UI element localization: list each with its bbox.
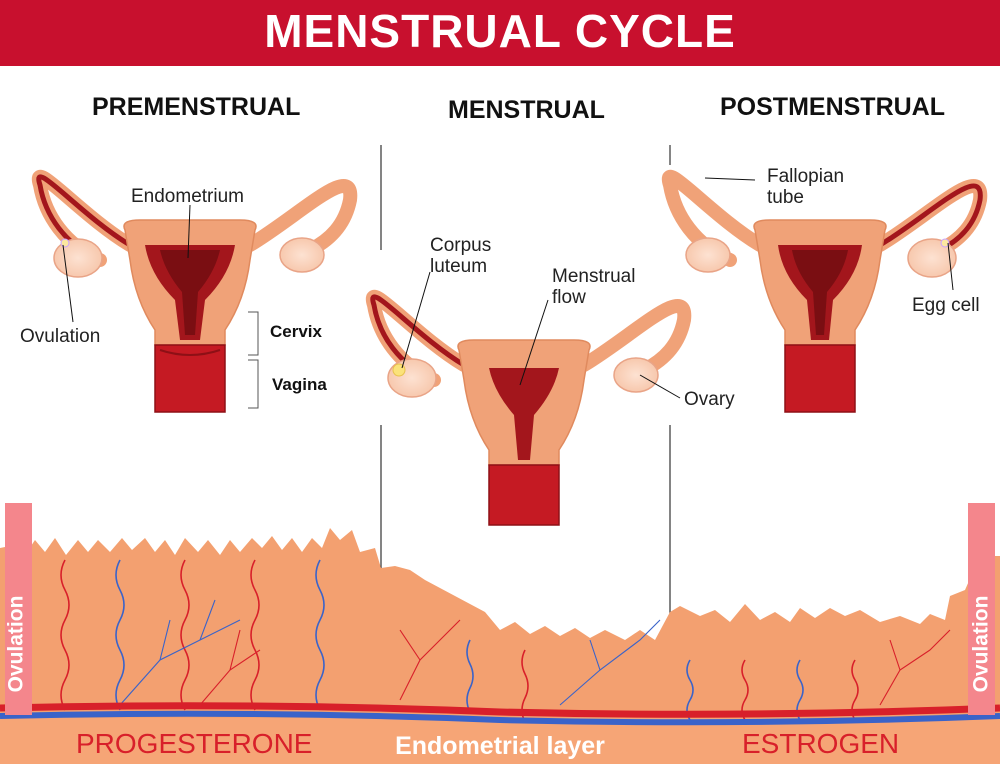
label-fallopian-tube: Fallopian tube — [767, 166, 845, 208]
label-vagina: Vagina — [272, 375, 327, 394]
phase-menstrual: MENSTRUAL — [448, 96, 605, 124]
label-endometrial-layer: Endometrial layer — [395, 732, 605, 760]
label-ovulation-left: Ovulation — [4, 595, 28, 693]
label-ovulation: Ovulation — [20, 326, 101, 347]
uterus-premenstrual — [31, 170, 358, 413]
ovulation-bar-left — [5, 503, 32, 715]
label-estrogen: ESTROGEN — [742, 728, 900, 759]
label-ovary: Ovary — [684, 389, 735, 410]
phase-premenstrual: PREMENSTRUAL — [92, 93, 301, 121]
label-egg-cell: Egg cell — [912, 295, 980, 316]
label-menstrual-flow: Menstrual flow — [552, 266, 636, 308]
label-endometrium: Endometrium — [131, 186, 244, 207]
label-progesterone: PROGESTERONE — [76, 728, 313, 759]
label-cervix: Cervix — [270, 322, 322, 341]
phase-postmenstrual: POSTMENSTRUAL — [720, 93, 945, 121]
label-corpus-luteum: Corpus luteum — [430, 235, 492, 277]
basal-artery — [0, 702, 1000, 718]
label-ovulation-right: Ovulation — [969, 595, 993, 693]
uterus-menstrual — [365, 290, 692, 526]
title-banner: MENSTRUAL CYCLE — [0, 0, 1000, 66]
basal-vein — [0, 710, 1000, 726]
branching-vessels — [119, 599, 951, 706]
uterus-postmenstrual — [661, 170, 988, 413]
page-title: MENSTRUAL CYCLE — [264, 5, 736, 57]
ovulation-bar-right — [968, 503, 995, 715]
